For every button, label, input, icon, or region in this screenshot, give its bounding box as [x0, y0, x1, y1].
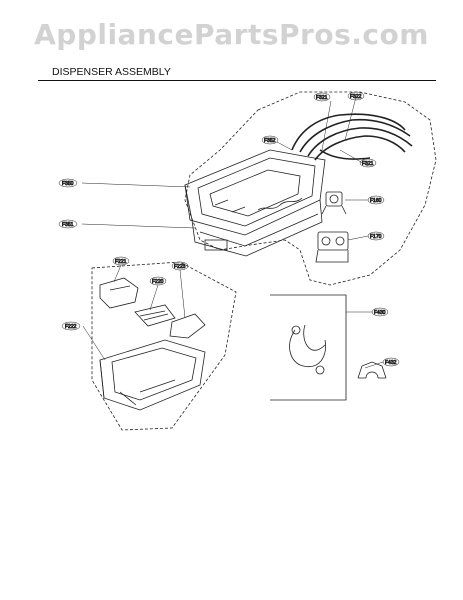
title-underline: [38, 80, 436, 81]
dispenser-group-boundary: [184, 91, 437, 286]
drawer-group-boundary: [91, 261, 237, 431]
callout-F430: F430: [371, 307, 389, 316]
callout-F350: F350: [58, 178, 78, 187]
callout-F322: F322: [347, 91, 365, 100]
callout-F352: F352: [261, 135, 279, 144]
callout-F351: F351: [58, 219, 78, 228]
detergent-cap: [169, 313, 206, 339]
bleach-cap: [99, 277, 139, 309]
svg-text:F432: F432: [385, 360, 397, 366]
svg-text:F351: F351: [62, 222, 74, 228]
svg-text:F430: F430: [374, 310, 386, 316]
svg-text:F352: F352: [264, 138, 276, 144]
hose-bracket: [357, 361, 387, 379]
callout-F222: F222: [61, 321, 81, 330]
drawer-assembly: [99, 339, 206, 411]
inlet-hose-kit: [270, 294, 347, 401]
site-watermark: AppliancePartsPros.com: [34, 18, 429, 51]
leader-lines: [81, 96, 384, 369]
svg-text:F350: F350: [62, 181, 74, 187]
callout-F321-side: F321: [359, 158, 377, 167]
svg-text:F222: F222: [65, 324, 77, 330]
callout-F220: F220: [149, 276, 167, 285]
callout-F223: F223: [171, 261, 189, 270]
svg-text:F220: F220: [152, 279, 164, 285]
inlet-valve-single: [321, 191, 347, 215]
inlet-valve-double: [315, 231, 349, 263]
svg-text:F160: F160: [370, 198, 382, 204]
hose-bundle: [291, 113, 413, 161]
svg-text:F322: F322: [350, 94, 362, 100]
callout-F321-top: F321: [313, 92, 331, 101]
callout-F170: F170: [367, 231, 385, 240]
dispenser-housing: [184, 149, 326, 257]
svg-text:F321: F321: [316, 95, 328, 101]
diagram-title: DISPENSER ASSEMBLY: [52, 66, 171, 78]
svg-text:F170: F170: [370, 234, 382, 240]
softener-cap: [134, 304, 176, 327]
callout-F221: F221: [112, 256, 130, 265]
callout-F432: F432: [382, 357, 400, 366]
svg-text:F221: F221: [115, 259, 127, 265]
svg-text:F223: F223: [174, 264, 186, 270]
callout-F160: F160: [367, 195, 385, 204]
svg-text:F321: F321: [362, 161, 374, 167]
